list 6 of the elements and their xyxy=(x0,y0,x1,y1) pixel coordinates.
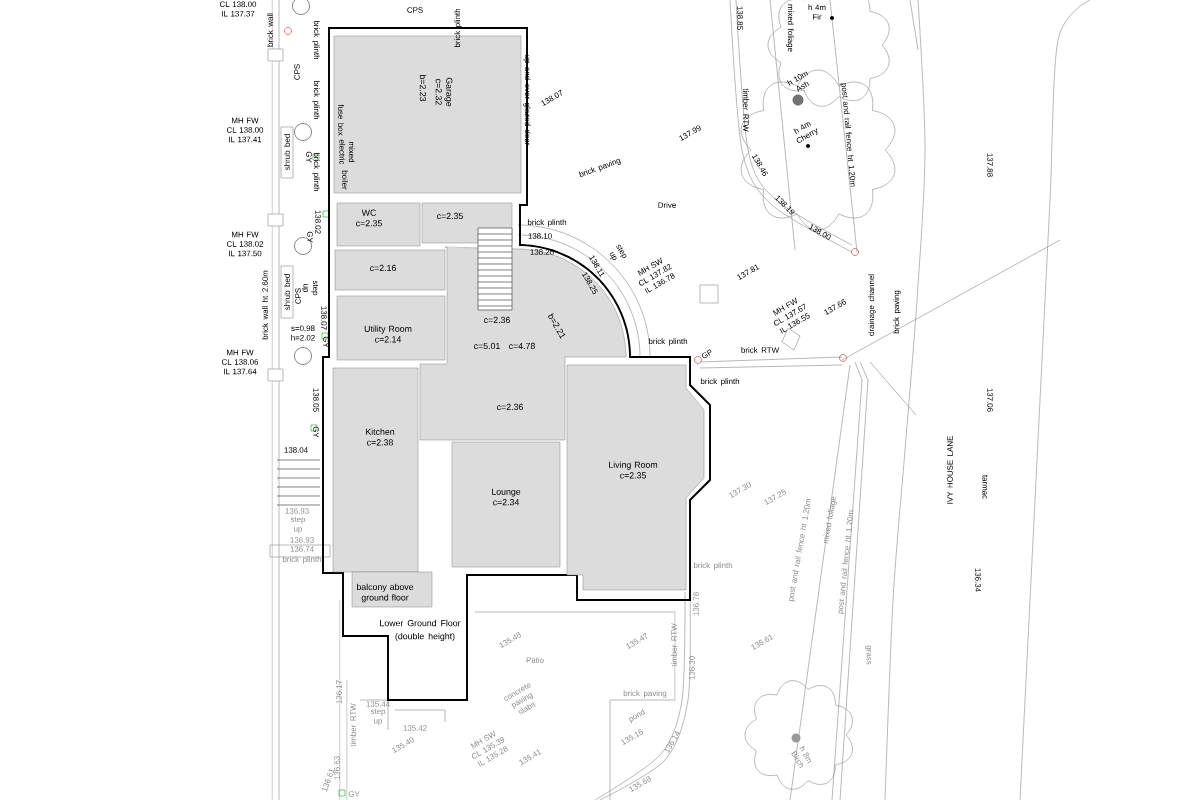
room: WC c=2.35 xyxy=(336,202,421,247)
room: Lounge c=2.34 xyxy=(451,441,561,568)
balcony: balcony above ground floor xyxy=(351,571,433,608)
room: c=2.16 xyxy=(334,249,446,291)
floor-area: Lower Ground Floor (double height) xyxy=(380,619,461,642)
room: Utility Room c=2.14 xyxy=(336,295,446,361)
